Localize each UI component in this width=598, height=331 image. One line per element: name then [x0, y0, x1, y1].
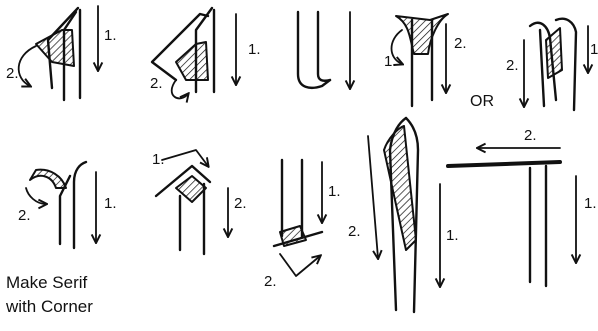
figure-4-split-serif: 2. 1.	[384, 14, 467, 106]
step-label: 1.	[446, 227, 459, 244]
step-label: 2.	[348, 223, 361, 240]
step-label: 1.	[104, 27, 117, 44]
figure-10-crossbar: 2. 1.	[448, 127, 597, 286]
step-label: 2.	[264, 273, 277, 290]
step-label: 2.	[506, 57, 519, 74]
step-label: 1.	[104, 195, 117, 212]
figure-8-foot-serif: 1. 2.	[264, 160, 341, 290]
caption-line-2: with Corner	[5, 297, 93, 316]
or-label: OR	[470, 93, 494, 110]
figure-3-hook-stroke	[298, 12, 350, 88]
stroke-arrow	[280, 254, 320, 276]
stroke-arrow	[368, 136, 378, 258]
caption-line-1: Make Serif	[6, 273, 88, 292]
step-label: 1.	[152, 151, 165, 168]
figure-1-angled-serif: 1. 2.	[6, 6, 117, 100]
step-label: 1.	[584, 195, 597, 212]
step-label: 2.	[524, 127, 537, 144]
step-label: 2.	[234, 195, 247, 212]
step-label: 1.	[248, 41, 261, 58]
step-label: 2.	[6, 65, 19, 82]
step-label: 1.	[590, 41, 598, 58]
stroke-arrow	[19, 46, 36, 86]
figure-6-curved-serif: 1. 2.	[18, 162, 117, 248]
stroke-arrow	[172, 80, 188, 98]
step-label: 2.	[150, 75, 163, 92]
step-label: 2.	[18, 207, 31, 224]
figure-5-split-serif-alt: 1. 2.	[506, 19, 598, 110]
stroke-arrow	[26, 188, 46, 204]
figure-9-tall-wedge: 2. 1.	[348, 118, 459, 312]
figure-2-flag-serif: 1. 2.	[150, 8, 261, 98]
stroke-arrow	[162, 150, 208, 166]
step-label: 2.	[454, 35, 467, 52]
step-label: 1.	[328, 183, 341, 200]
figure-7-wedge-serif: 1. 2.	[152, 150, 247, 254]
step-label: 1.	[384, 53, 397, 70]
